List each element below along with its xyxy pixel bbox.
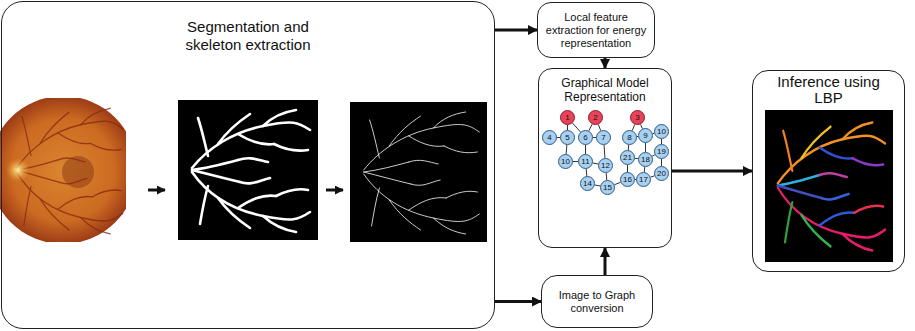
flow-arrow [604,248,607,275]
graph-node: 10 [558,154,573,169]
vessel-segment [842,123,872,140]
graph-node: 10 [654,124,669,139]
flow-arrow [672,170,752,173]
graph-node: 18 [638,152,653,167]
node-label: 10 [561,158,570,166]
graph-node: 5 [560,130,575,145]
flow-arrow [495,300,541,303]
graph-edge [566,145,568,154]
vessel-segment [854,206,883,213]
vessel-segment [785,202,792,242]
graph-node: 11 [578,154,593,169]
result-panel: Inference using LBP [752,70,905,272]
node-label: 6 [583,134,587,142]
model-panel: Graphical Model Representation1234567891… [538,68,672,248]
skeleton-image [350,102,487,242]
flow-arrow [495,29,537,32]
graph-edge [645,143,646,152]
node-label: 21 [623,154,632,162]
graph-node: 16 [620,172,635,187]
segmentation-image [178,100,318,240]
node-label: 5 [565,134,569,142]
node-label: 19 [657,148,666,156]
node-label: Local feature extraction for energy repr… [538,11,654,50]
node-label: 12 [601,162,610,170]
vessel-segment [820,148,853,159]
vessel-segment [820,212,855,225]
node-label: 3 [635,114,639,122]
graph-edge [632,124,634,130]
vessel-segment [778,186,822,199]
graph-node: 8 [622,130,637,145]
vessel-segment [778,136,885,184]
graph-node: 4 [542,130,557,145]
root-graph-node: 1 [560,110,575,125]
process-box: Image to Graph conversion [541,275,653,328]
node-label: 16 [623,176,632,184]
process-box: Local feature extraction for energy repr… [537,2,655,58]
node-label: Graphical Model Representation [539,69,671,104]
node-label: 8 [627,134,631,142]
vessel-segment [842,234,872,251]
node-label: 1 [565,114,569,122]
node-label: Image to Graph conversion [542,289,652,315]
graph-node: 15 [600,180,615,195]
vessel-segment [821,194,848,200]
graph-node: 17 [636,172,651,187]
vessel-segment [778,188,885,238]
graph-edge [614,182,620,184]
node-label: 15 [603,184,612,192]
stage-frame: Segmentation and skeleton extraction [1,1,495,329]
graph-node: 9 [638,128,653,143]
step-arrow [326,189,343,192]
flow-arrow [604,58,607,68]
node-label: 10 [657,128,666,136]
optic-disc [6,158,30,182]
graph-edge [586,169,588,176]
graph-node: 21 [620,150,635,165]
step-arrow [148,189,165,192]
graph-edge [585,145,586,154]
graph-node: 6 [578,130,593,145]
fundus-photo [0,98,126,242]
node-label: 4 [547,134,551,142]
node-label: 17 [639,176,648,184]
node-label: 20 [657,170,666,178]
graph-node: 7 [596,130,611,145]
graph-node: 19 [654,144,669,159]
node-label: 9 [643,132,647,140]
vessel-segment [778,175,820,186]
node-label: Segmentation and skeleton extraction [173,18,323,54]
root-graph-node: 2 [588,110,603,125]
vessel-segment [852,158,883,165]
graph-edge [627,165,628,172]
fundus-disk [0,98,126,242]
node-label: 7 [601,134,605,142]
segmented-vessels [192,110,310,232]
fundus-vessels [17,108,123,234]
graph-edge [589,124,592,131]
graph-edge [661,159,662,166]
graph-edge [604,145,606,158]
vessel-segment [820,173,847,177]
graph-node: 20 [654,166,669,181]
vessel-segment [783,131,792,171]
node-label: 11 [581,158,589,166]
graph-node: 14 [580,176,595,191]
graph-node: 12 [598,158,613,173]
node-label: 18 [641,156,650,164]
node-label: 14 [583,180,592,188]
graph-edge [606,173,608,180]
graph-edge [573,123,581,132]
root-graph-node: 3 [630,110,645,125]
node-label: 2 [593,114,597,122]
labelled-vessels [778,123,885,251]
skeleton-vessels [364,112,480,234]
vessel-segment [801,127,830,159]
node-label: Inference using LBP [769,74,889,106]
inference-image [765,110,893,262]
